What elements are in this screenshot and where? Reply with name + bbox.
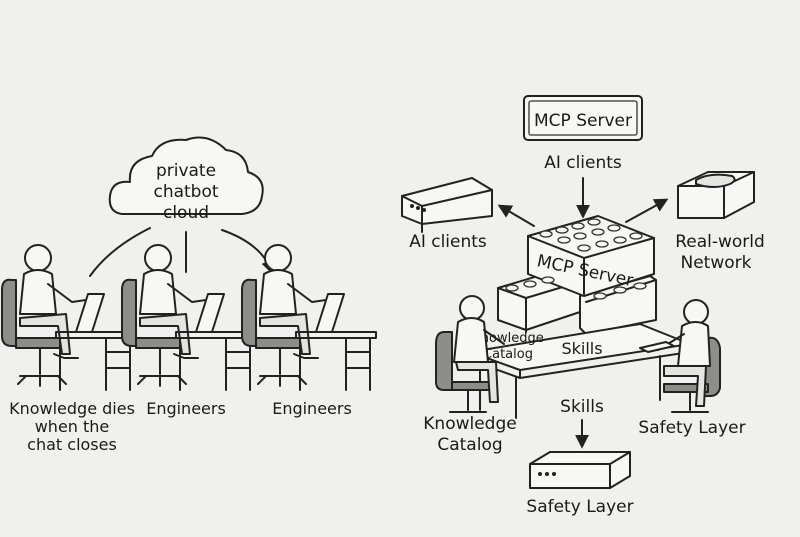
private-chatbot-cloud: private chatbot cloud [108,136,264,223]
real-world-label-line-2: Network [681,253,752,273]
skills-below-label: Skills [560,397,604,417]
ai-clients-left-label: AI clients [409,232,487,252]
knowledge-catalog-on-table-line-2: Catalog [483,347,533,362]
safety-layer-device-icon [529,451,631,489]
knowledge-dies-line-2: when the [35,417,110,436]
arrow-to-left-device [497,204,535,227]
knowledge-dies-line-3: chat closes [27,435,117,454]
safety-layer-right-label: Safety Layer [638,418,745,438]
mcp-server-box-label: MCP Server [534,111,632,131]
cloud-connectors [89,227,275,277]
knowledge-catalog-bottom-line-2: Catalog [437,435,502,455]
cloud-label-line-3: cloud [163,203,209,223]
engineer-workstation-1 [1,244,137,391]
engineer-workstation-3 [241,244,377,391]
cloud-to-workstation-1-line [89,227,151,277]
knowledge-catalog-person [435,295,505,413]
cloud-to-workstation-3-arrow [221,229,275,275]
mcp-server-box: MCP Server [523,95,643,141]
arrow-to-right-device [625,198,669,223]
ai-clients-top-label: AI clients [544,153,622,173]
cloud-label-line-2: chatbot [153,182,218,202]
engineers-label-2: Engineers [272,399,352,418]
ai-clients-device-icon [401,177,493,233]
mcp-server-bricks: MCP Server [497,215,657,335]
real-world-label-line-1: Real-world [675,232,765,252]
knowledge-dies-line-1: Knowledge dies [9,399,135,418]
safety-layer-person [639,299,721,413]
engineer-workstation-2 [121,244,257,391]
cloud-label-line-1: private [156,161,216,181]
engineers-label-1: Engineers [146,399,226,418]
knowledge-catalog-bottom-line-1: Knowledge [423,414,516,434]
skills-on-table-label: Skills [561,339,602,358]
real-world-network-device-icon [677,171,755,219]
safety-layer-bottom-label: Safety Layer [526,497,633,517]
